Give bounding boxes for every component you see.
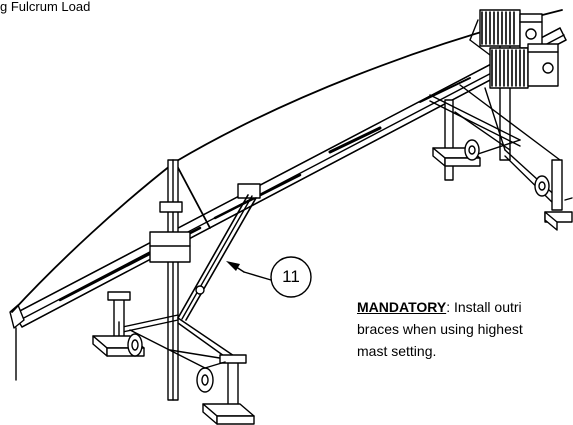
- rear-right-leg: [534, 159, 573, 231]
- counterweight-stack-lower: [469, 19, 559, 89]
- callout-number: 11: [282, 267, 300, 286]
- diagonal-brace: [177, 194, 257, 321]
- base-frame-front: [117, 314, 241, 369]
- note-mandatory-label: MANDATORY: [357, 299, 447, 315]
- note-line-1-rest: : Install outri: [446, 299, 522, 315]
- rear-tower: [429, 39, 561, 207]
- front-right-leg: [196, 354, 255, 425]
- note-line-3: mast setting.: [357, 343, 437, 359]
- note-line-1: MANDATORY: Install outri: [357, 296, 523, 318]
- callout-11: [226, 256, 312, 298]
- mandatory-note: MANDATORY: Install outri braces when usi…: [357, 296, 523, 362]
- counterweight-stack-upper: [479, 9, 543, 49]
- note-line-2: braces when using highest: [357, 321, 523, 337]
- rear-left-leg: [432, 139, 481, 167]
- figure-caption: g Fulcrum Load: [0, 0, 91, 14]
- front-left-leg: [92, 291, 145, 357]
- center-mast: [149, 159, 261, 401]
